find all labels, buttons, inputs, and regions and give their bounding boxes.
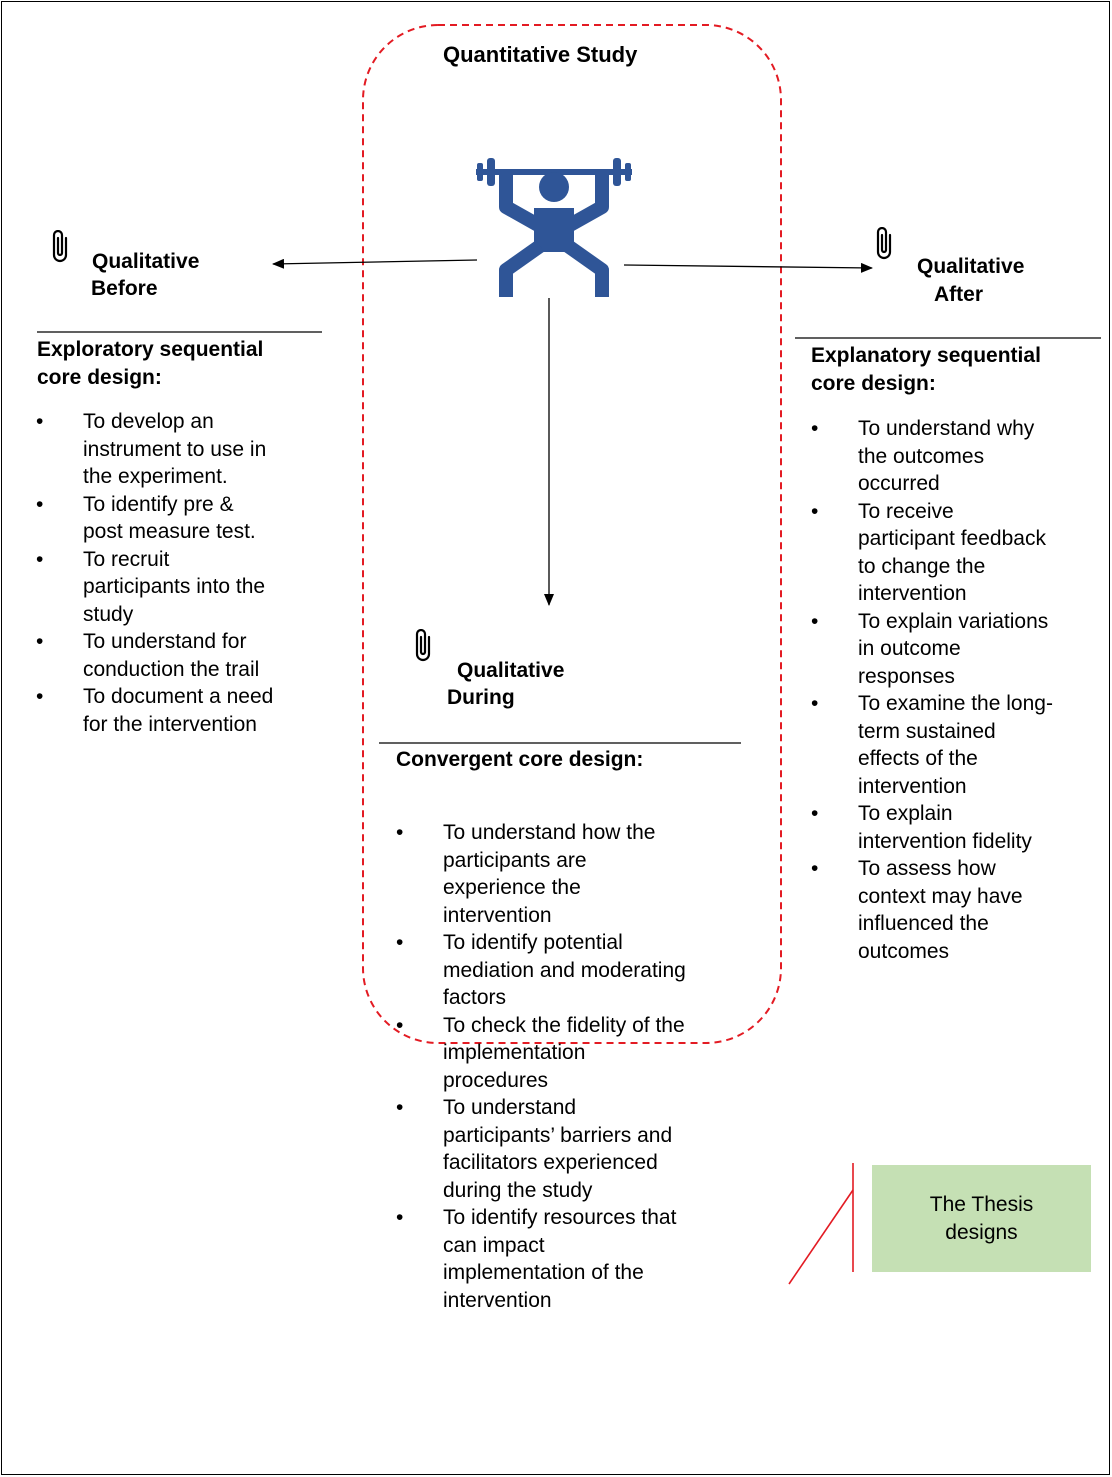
before-section-title-line1: Exploratory sequential: [37, 338, 264, 361]
list-item: To examine the long-term sustainedeffect…: [811, 690, 1107, 800]
callout-connector: [788, 1163, 854, 1285]
during-section-title: Convergent core design:: [396, 748, 644, 771]
callout-text: The Thesis designs: [907, 1191, 1057, 1247]
quantitative-study-title: Quantitative Study: [443, 42, 638, 67]
before-heading-line2: Before: [91, 277, 158, 300]
during-heading-line2: During: [447, 686, 515, 709]
list-item: To identify pre &post measure test.: [36, 491, 326, 546]
weightlifter-icon: [476, 158, 632, 297]
arrow-to-after: [623, 262, 873, 273]
after-section-title-line2: core design:: [811, 372, 936, 395]
callout-line1: The Thesis: [929, 1192, 1034, 1216]
after-section-title-line1: Explanatory sequential: [811, 344, 1041, 367]
paperclip-icon: [876, 227, 892, 260]
callout-line2: designs: [945, 1220, 1018, 1244]
before-section-title-line2: core design:: [37, 366, 162, 389]
list-item: To check the fidelity of theimplementati…: [396, 1012, 756, 1095]
after-heading-line1: Qualitative: [917, 255, 1025, 278]
thesis-designs-callout: The Thesis designs: [872, 1165, 1091, 1272]
paperclip-icon: [52, 230, 68, 263]
during-heading-line1: Qualitative: [457, 659, 565, 682]
paperclip-icon: [415, 629, 431, 662]
arrow-to-before: [272, 258, 478, 269]
after-heading-line2: After: [934, 283, 984, 306]
before-heading-line1: Qualitative: [92, 250, 200, 273]
